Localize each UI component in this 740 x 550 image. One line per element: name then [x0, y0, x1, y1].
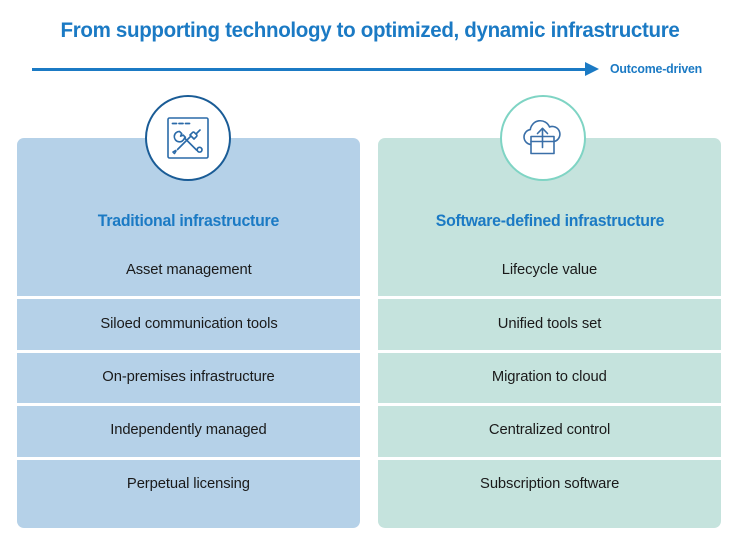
list-item: Migration to cloud	[378, 349, 721, 403]
list-item: On-premises infrastructure	[17, 349, 360, 403]
card-header-traditional: Traditional infrastructure	[17, 138, 360, 243]
list-item: Centralized control	[378, 403, 721, 456]
page-title: From supporting technology to optimized,…	[60, 18, 680, 42]
list-item-label: Unified tools set	[497, 314, 602, 332]
list-item: Asset management	[17, 243, 360, 296]
arrow-right-icon	[585, 62, 599, 76]
outcome-arrow: Outcome-driven	[32, 59, 710, 83]
card-header-label: Software-defined infrastructure	[435, 212, 664, 230]
arrow-line	[32, 68, 588, 71]
list-item-label: Asset management	[125, 261, 252, 279]
badge-software-defined	[500, 95, 586, 181]
list-item-label: Independently managed	[110, 421, 267, 439]
list-item: Perpetual licensing	[17, 456, 360, 528]
list-item-label: Lifecycle value	[501, 261, 598, 279]
list-item-label: On-premises infrastructure	[102, 368, 275, 386]
list-item: Siloed communication tools	[17, 296, 360, 349]
list-item-label: Subscription software	[479, 474, 620, 492]
list-item-label: Perpetual licensing	[126, 474, 250, 492]
card-traditional-infrastructure: Traditional infrastructure Asset managem…	[17, 138, 360, 528]
list-item-label: Migration to cloud	[492, 368, 607, 386]
tools-window-icon	[163, 113, 213, 163]
card-header-label: Traditional infrastructure	[97, 212, 280, 230]
list-item: Subscription software	[378, 456, 721, 528]
badge-traditional	[145, 95, 231, 181]
card-header-software-defined: Software-defined infrastructure	[378, 138, 721, 243]
list-item: Unified tools set	[378, 296, 721, 349]
card-software-defined-infrastructure: Software-defined infrastructure Lifecycl…	[378, 138, 721, 528]
list-item-label: Centralized control	[488, 421, 611, 439]
list-item-label: Siloed communication tools	[99, 314, 278, 332]
arrow-label: Outcome-driven	[610, 61, 703, 76]
cloud-upload-icon	[517, 114, 569, 162]
list-item: Lifecycle value	[378, 243, 721, 296]
list-item: Independently managed	[17, 403, 360, 456]
